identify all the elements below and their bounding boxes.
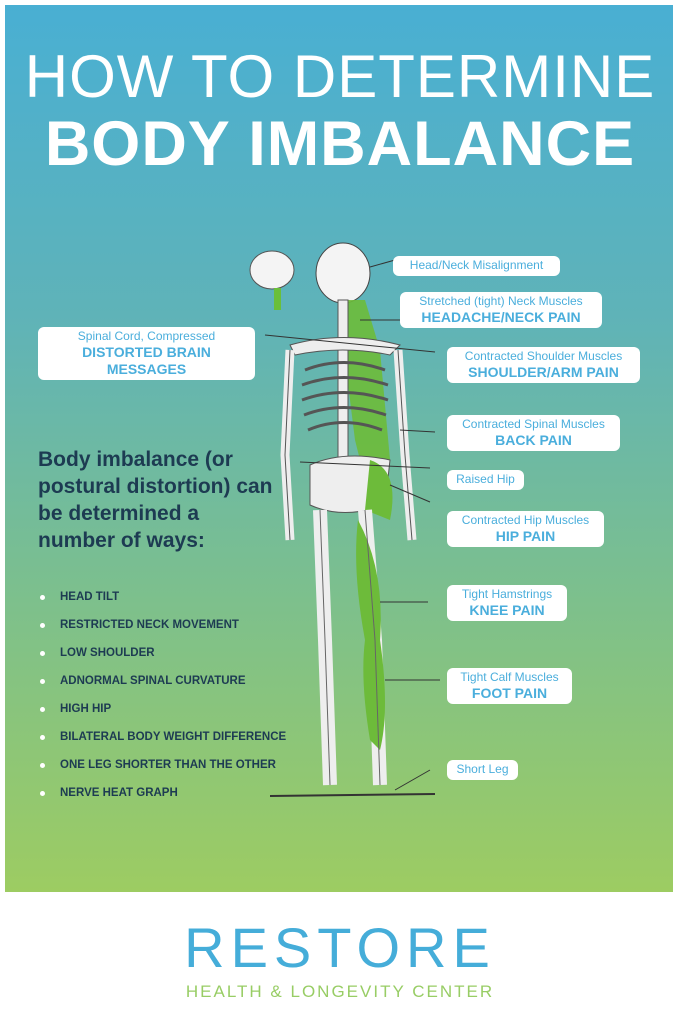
list-item-text: NERVE HEAT GRAPH [60, 787, 178, 799]
bullet-icon [40, 594, 45, 600]
list-item: ONE LEG SHORTER THAN THE OTHER [40, 751, 286, 779]
brain-icon [249, 250, 295, 310]
list-item: RESTRICTED NECK MOVEMENT [40, 611, 286, 639]
label-heading: KNEE PAIN [469, 602, 545, 618]
bullet-icon [40, 650, 45, 656]
label-text: Short Leg [456, 762, 509, 776]
list-item: HEAD TILT [40, 583, 286, 611]
list-item: ADNORMAL SPINAL CURVATURE [40, 667, 286, 695]
title-line-1: HOW TO DETERMINE [24, 43, 656, 110]
list-item-text: ONE LEG SHORTER THAN THE OTHER [60, 759, 276, 771]
label-heading: FOOT PAIN [471, 685, 548, 701]
logo-wordmark: RESTORE [184, 916, 496, 979]
list-item: NERVE HEAT GRAPH [40, 779, 286, 807]
label-head-neck-misalignment: Head/Neck Misalignment [393, 256, 560, 276]
list-item: HIGH HIP [40, 695, 286, 723]
label-text: Contracted Hip Muscles [461, 513, 590, 527]
label-text: Tight Calf Muscles [460, 670, 559, 684]
label-heading: BACK PAIN [495, 432, 572, 448]
intro-text: Body imbalance (or postural distortion) … [38, 448, 273, 552]
label-text: Tight Hamstrings [461, 587, 553, 601]
list-item-text: RESTRICTED NECK MOVEMENT [60, 619, 239, 631]
label-text: Head/Neck Misalignment [409, 258, 544, 272]
list-item-text: HEAD TILT [60, 591, 120, 603]
label-heading: HEADACHE/NECK PAIN [421, 309, 581, 325]
bullet-icon [40, 734, 45, 740]
label-short-leg: Short Leg [447, 760, 518, 780]
bullet-icon [40, 678, 45, 684]
title-line-2: BODY IMBALANCE [44, 109, 636, 179]
label-text: Spinal Cord, Compressed [77, 329, 216, 343]
label-raised-hip: Raised Hip [447, 470, 524, 490]
label-text: Contracted Shoulder Muscles [464, 349, 623, 363]
logo-tagline: HEALTH & LONGEVITY CENTER [185, 982, 495, 1001]
bullet-icon [40, 790, 45, 796]
label-heading: SHOULDER/ARM PAIN [468, 364, 619, 380]
list-item-text: ADNORMAL SPINAL CURVATURE [60, 675, 246, 687]
skeleton-illustration [249, 242, 440, 797]
bullet-icon [40, 706, 45, 712]
label-heading: DISTORTED BRAIN MESSAGES [82, 344, 211, 377]
label-heading: HIP PAIN [495, 528, 556, 544]
signs-list: HEAD TILT RESTRICTED NECK MOVEMENT LOW S… [40, 583, 286, 807]
label-text: Raised Hip [456, 472, 515, 486]
list-item-text: HIGH HIP [60, 703, 112, 715]
list-item-text: LOW SHOULDER [60, 647, 155, 659]
bullet-icon [40, 762, 45, 768]
list-item: LOW SHOULDER [40, 639, 286, 667]
label-text: Contracted Spinal Muscles [462, 417, 605, 431]
list-item: BILATERAL BODY WEIGHT DIFFERENCE [40, 723, 286, 751]
bullet-icon [40, 622, 45, 628]
list-item-text: BILATERAL BODY WEIGHT DIFFERENCE [60, 731, 287, 743]
label-text: Stretched (tight) Neck Muscles [419, 294, 583, 308]
